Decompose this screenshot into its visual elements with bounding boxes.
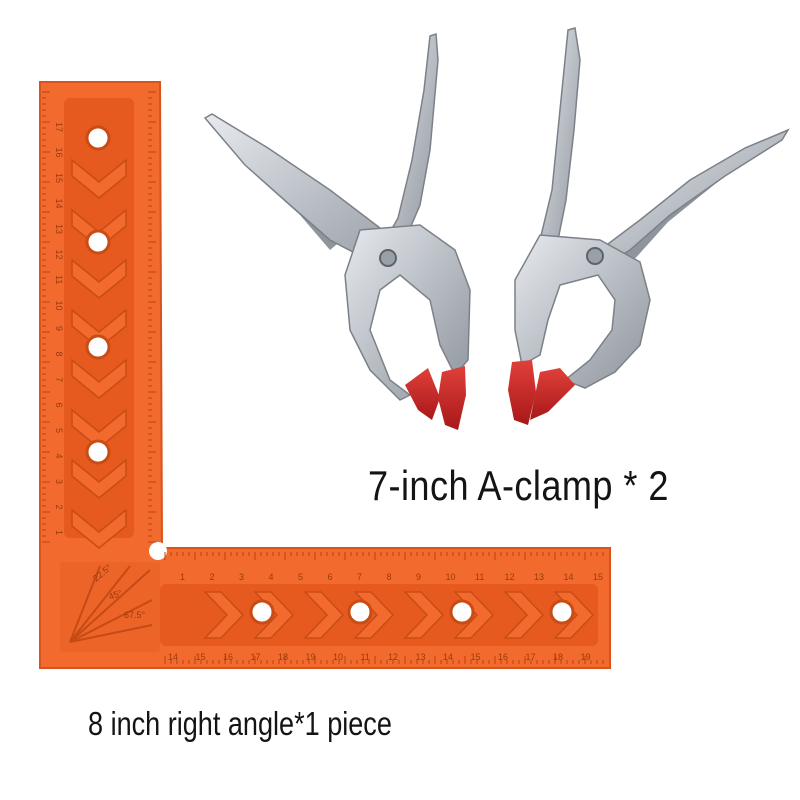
chevron [71, 458, 127, 499]
ruler-number: 15 [471, 652, 481, 662]
ruler-number: 7 [54, 377, 64, 382]
clamp-tip [438, 366, 466, 430]
ruler-number: 10 [333, 652, 343, 662]
ruler-number: 8 [387, 572, 392, 582]
ruler-number: 17 [54, 122, 64, 132]
chevron [71, 258, 127, 299]
clamp-pivot-rivet [379, 249, 397, 267]
chevron [203, 591, 245, 639]
chevron [71, 508, 127, 549]
ruler-number: 17 [526, 652, 536, 662]
ruler-ticks [42, 91, 604, 664]
mounting-hole [249, 599, 275, 625]
ruler-number: 15 [54, 173, 64, 183]
ruler-number: 4 [269, 572, 274, 582]
ruler-number: 18 [278, 652, 288, 662]
chevron [553, 591, 595, 639]
clamp-pivot-rivet [586, 247, 604, 265]
ruler-number: 7 [357, 572, 362, 582]
ruler-number: 16 [498, 652, 508, 662]
mounting-hole [549, 599, 575, 625]
ruler-number: 14 [564, 572, 574, 582]
chevron [71, 158, 127, 199]
ruler-number: 12 [505, 572, 515, 582]
chevron [403, 591, 445, 639]
ruler-number: 14 [168, 652, 178, 662]
ruler-number: 2 [210, 572, 215, 582]
mounting-hole [449, 599, 475, 625]
ruler-number: 9 [54, 326, 64, 331]
ruler-number: 18 [553, 652, 563, 662]
ruler-number: 2 [54, 505, 64, 510]
ruler-number: 10 [446, 572, 456, 582]
ruler-number: 19 [306, 652, 316, 662]
ruler-number: 11 [475, 572, 484, 582]
mounting-hole [85, 125, 111, 151]
ruler-number: 3 [239, 572, 244, 582]
chevron [353, 591, 395, 639]
ruler-number: 15 [593, 572, 603, 582]
angle-label: 45° [107, 588, 124, 602]
clamp-tip [508, 360, 536, 425]
spring-clamp-left [203, 32, 471, 430]
ruler-number: 13 [534, 572, 544, 582]
ruler-number: 17 [251, 652, 261, 662]
ruler-number: 14 [443, 652, 453, 662]
ruler-number: 8 [54, 352, 64, 357]
mounting-hole [85, 334, 111, 360]
mounting-holes [85, 125, 575, 625]
ruler-number: 16 [54, 148, 64, 158]
ruler-number: 12 [388, 652, 398, 662]
spring-clamp-right [508, 27, 790, 425]
ruler-number: 3 [54, 479, 64, 484]
horizontal-chevrons [203, 591, 595, 639]
chevron [453, 591, 495, 639]
ruler-number: 15 [196, 652, 206, 662]
clamp-tip [530, 368, 575, 420]
ruler-number: 14 [54, 199, 64, 209]
ruler-number: 10 [54, 301, 64, 311]
ruler-number: 19 [581, 652, 591, 662]
mounting-hole [85, 439, 111, 465]
mounting-hole [85, 229, 111, 255]
ruler-number: 12 [54, 250, 64, 260]
ruler-number: 13 [54, 224, 64, 234]
chevron [303, 591, 345, 639]
corner-relief-hole [149, 542, 167, 560]
chevron [253, 591, 295, 639]
angle-label: 67.5° [124, 610, 146, 620]
clamp-caption: 7-inch A-clamp * 2 [368, 462, 669, 509]
ruler-number: 1 [54, 530, 64, 535]
square-caption: 8 inch right angle*1 piece [88, 705, 392, 742]
clamp-tip [405, 368, 440, 420]
ruler-number: 5 [298, 572, 303, 582]
ruler-number: 6 [54, 403, 64, 408]
ruler-number: 9 [416, 572, 421, 582]
angle-ribs [69, 565, 153, 643]
ruler-number: 16 [223, 652, 233, 662]
ruler-number: 11 [361, 652, 370, 662]
vertical-ruler-numbers: 17 16 15 14 13 12 11 10 9 8 7 6 5 4 3 2 1 [54, 122, 64, 535]
ruler-number: 11 [54, 275, 64, 284]
chevron [503, 591, 545, 639]
ruler-number: 4 [54, 454, 64, 459]
chevron [71, 358, 127, 399]
mounting-hole [347, 599, 373, 625]
ruler-number: 1 [180, 572, 185, 582]
bottom-ruler-numbers: 14 15 16 17 18 19 10 11 12 13 14 15 16 17 18 19 [168, 652, 591, 662]
ruler-number: 13 [416, 652, 426, 662]
ruler-number: 6 [328, 572, 333, 582]
ruler-number: 5 [54, 428, 64, 433]
